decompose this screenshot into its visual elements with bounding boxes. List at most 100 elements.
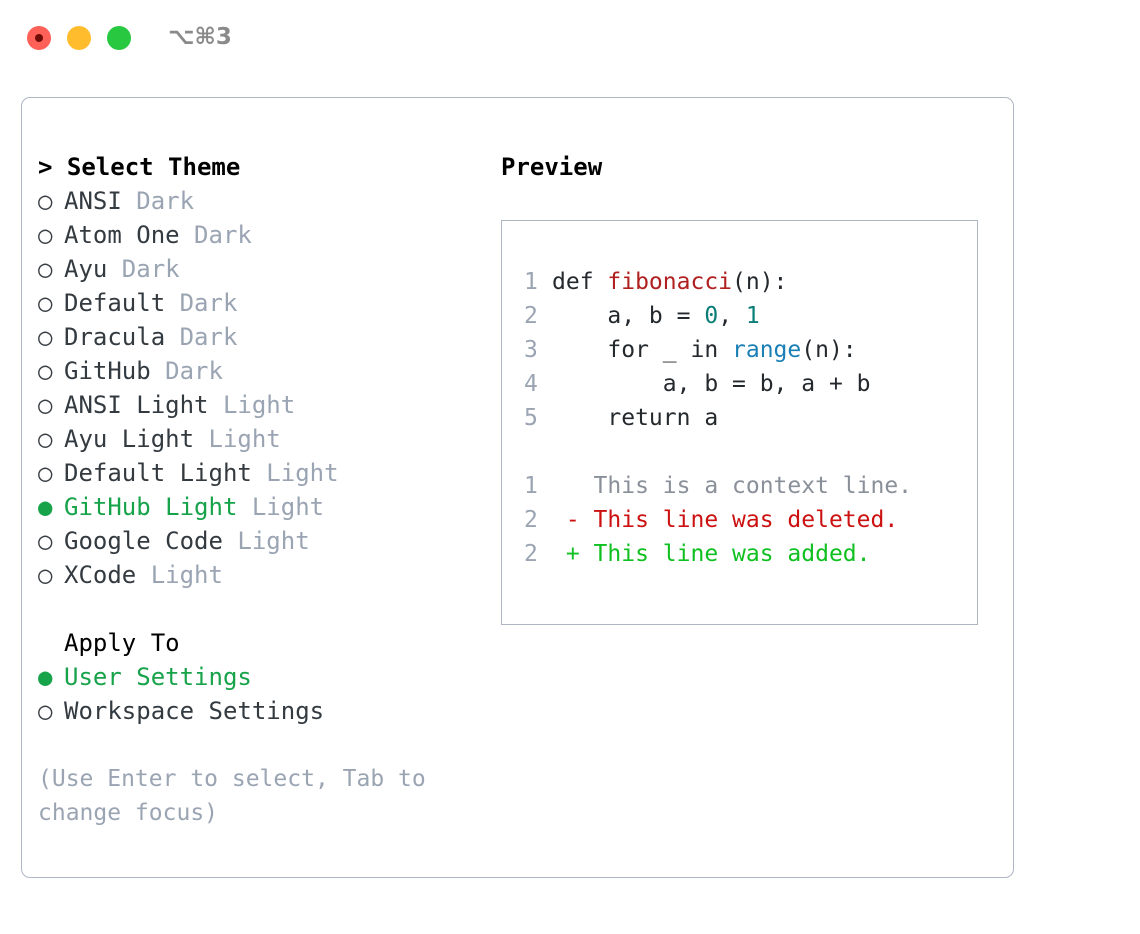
line-number: 3 bbox=[524, 337, 538, 363]
theme-variant-tag: Light bbox=[222, 527, 310, 555]
title-bar: ⌥⌘3 bbox=[0, 0, 1140, 78]
theme-variant-tag: Dark bbox=[107, 255, 180, 283]
diff-sample: 1 This is a context line.2 - This line w… bbox=[524, 469, 977, 571]
diff-line-text: This is a context line. bbox=[552, 473, 913, 499]
radio-unselected-icon: ○ bbox=[38, 391, 53, 419]
apply-to-option-label: Workspace Settings bbox=[64, 697, 325, 725]
line-number: 5 bbox=[524, 405, 538, 431]
radio-unselected-icon: ○ bbox=[38, 425, 53, 453]
code-token: a, b = bbox=[552, 303, 705, 329]
theme-option-default[interactable]: ○ Default Dark bbox=[38, 286, 478, 320]
diff-line-text: - This line was deleted. bbox=[552, 507, 899, 533]
theme-option-label: Default Light bbox=[64, 459, 252, 487]
theme-variant-tag: Light bbox=[237, 493, 325, 521]
maximize-window-button[interactable] bbox=[107, 26, 131, 50]
theme-option-atom-one[interactable]: ○ Atom One Dark bbox=[38, 218, 478, 252]
code-line: 1 def fibonacci(n): bbox=[524, 265, 977, 299]
radio-selected-icon: ● bbox=[38, 663, 53, 691]
code-token: , bbox=[718, 303, 746, 329]
radio-unselected-icon: ○ bbox=[38, 459, 53, 487]
theme-variant-tag: Dark bbox=[179, 221, 252, 249]
diff-line-del: 2 - This line was deleted. bbox=[524, 503, 977, 537]
keyboard-shortcut-label: ⌥⌘3 bbox=[168, 24, 232, 50]
theme-variant-tag: Dark bbox=[165, 323, 238, 351]
diff-line-text: + This line was added. bbox=[552, 541, 871, 567]
theme-option-label: GitHub bbox=[64, 357, 151, 385]
main-panel: > Select Theme ○ANSI Dark○Atom One Dark○… bbox=[21, 97, 1014, 878]
diff-line-ctx: 1 This is a context line. bbox=[524, 469, 977, 503]
keyboard-hint-text: (Use Enter to select, Tab to change focu… bbox=[38, 766, 440, 826]
theme-variant-tag: Light bbox=[251, 459, 339, 487]
theme-option-github[interactable]: ○ GitHub Dark bbox=[38, 354, 478, 388]
theme-variant-tag: Light bbox=[208, 391, 296, 419]
theme-option-ansi-light[interactable]: ○ ANSI Light Light bbox=[38, 388, 478, 422]
theme-option-dracula[interactable]: ○ Dracula Dark bbox=[38, 320, 478, 354]
code-token: (n): bbox=[801, 337, 857, 363]
theme-option-label: Default bbox=[64, 289, 166, 317]
radio-unselected-icon: ○ bbox=[38, 323, 53, 351]
theme-variant-tag: Dark bbox=[121, 187, 195, 215]
code-token: 0 bbox=[704, 303, 719, 329]
code-token: def bbox=[552, 269, 608, 295]
code-token: 1 bbox=[745, 303, 760, 329]
line-number: 2 bbox=[524, 303, 538, 329]
code-token: (n): bbox=[732, 269, 788, 295]
code-token: fibonacci bbox=[607, 269, 733, 295]
apply-to-option-label: User Settings bbox=[64, 663, 252, 691]
close-icon bbox=[35, 34, 43, 42]
code-line: 3 for _ in range(n): bbox=[524, 333, 977, 367]
theme-picker-column: > Select Theme ○ANSI Dark○Atom One Dark○… bbox=[38, 150, 478, 830]
apply-to-option-list: ● User Settings ○ Workspace Settings bbox=[38, 660, 478, 728]
radio-unselected-icon: ○ bbox=[38, 187, 53, 215]
theme-variant-tag: Dark bbox=[150, 357, 223, 385]
line-number: 1 bbox=[524, 269, 538, 295]
line-number: 2 bbox=[524, 541, 538, 567]
theme-option-github-light[interactable]: ● GitHub Light Light bbox=[38, 490, 478, 524]
apply-to-section: Apply To ● User Settings ○ Workspace Settin… bbox=[38, 626, 478, 728]
theme-option-label: ANSI bbox=[64, 187, 122, 215]
code-token: return a bbox=[552, 405, 719, 431]
radio-unselected-icon: ○ bbox=[38, 697, 53, 725]
radio-unselected-icon: ○ bbox=[38, 527, 53, 555]
theme-option-label: Ayu Light bbox=[64, 425, 195, 453]
theme-option-label: ANSI Light bbox=[64, 391, 209, 419]
apply-to-option-user-settings[interactable]: ● User Settings bbox=[38, 660, 478, 694]
code-token: range bbox=[732, 337, 802, 363]
theme-option-default-light[interactable]: ○ Default Light Light bbox=[38, 456, 478, 490]
theme-variant-tag: Light bbox=[136, 561, 223, 589]
theme-option-label: XCode bbox=[64, 561, 137, 589]
line-number: 2 bbox=[524, 507, 538, 533]
line-number: 4 bbox=[524, 371, 538, 397]
radio-unselected-icon: ○ bbox=[38, 255, 53, 283]
line-number: 1 bbox=[524, 473, 538, 499]
apply-to-option-workspace-settings[interactable]: ○ Workspace Settings bbox=[38, 694, 478, 728]
theme-option-google-code[interactable]: ○ Google Code Light bbox=[38, 524, 478, 558]
diff-line-add: 2 + This line was added. bbox=[524, 537, 977, 571]
radio-unselected-icon: ○ bbox=[38, 357, 53, 385]
code-line: 2 a, b = 0, 1 bbox=[524, 299, 977, 333]
theme-option-ansi[interactable]: ○ ANSI Dark bbox=[38, 184, 478, 218]
apply-to-header: Apply To bbox=[64, 629, 180, 657]
theme-option-xcode[interactable]: ○ XCode Light bbox=[38, 558, 478, 592]
code-line: 5 return a bbox=[524, 401, 977, 435]
code-token: for _ in bbox=[552, 337, 733, 363]
theme-option-label: Google Code bbox=[64, 527, 223, 555]
theme-option-label: Atom One bbox=[64, 221, 180, 249]
minimize-window-button[interactable] bbox=[67, 26, 91, 50]
theme-variant-tag: Dark bbox=[165, 289, 238, 317]
code-line: 4 a, b = b, a + b bbox=[524, 367, 977, 401]
radio-selected-icon: ● bbox=[38, 493, 53, 521]
radio-unselected-icon: ○ bbox=[38, 221, 53, 249]
theme-option-ayu-light[interactable]: ○Ayu Light Light bbox=[38, 422, 478, 456]
radio-unselected-icon: ○ bbox=[38, 289, 53, 317]
theme-option-label: Dracula bbox=[64, 323, 166, 351]
preview-title: Preview bbox=[501, 153, 603, 181]
radio-unselected-icon: ○ bbox=[38, 561, 53, 589]
theme-option-ayu[interactable]: ○Ayu Dark bbox=[38, 252, 478, 286]
preview-spacer bbox=[524, 435, 977, 469]
theme-option-label: GitHub Light bbox=[64, 493, 238, 521]
